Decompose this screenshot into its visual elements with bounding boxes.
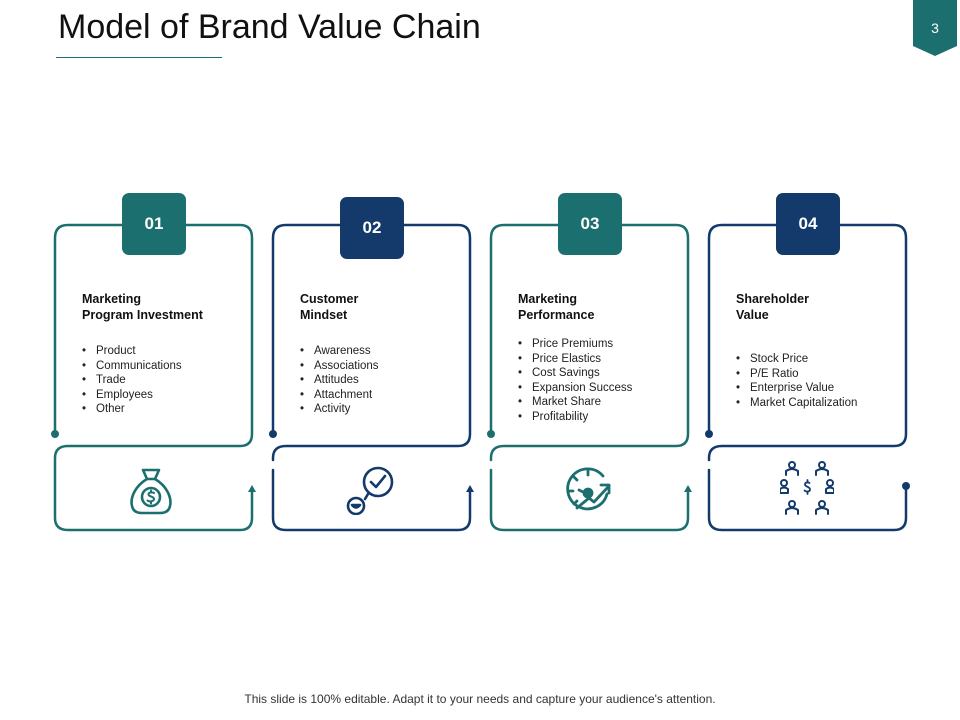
- list-item: Price Premiums: [518, 337, 688, 352]
- card-heading-03: Marketing Performance: [518, 292, 595, 322]
- card-outline-02-right: [271, 223, 472, 462]
- list-item: Other: [82, 402, 252, 417]
- step-number-02: 02: [362, 218, 382, 237]
- card-outline-03: [489, 223, 560, 436]
- card-list-04: Stock Price P/E Ratio Enterprise Value M…: [736, 352, 906, 410]
- list-item: Attachment: [300, 388, 470, 403]
- shareholders-icon: [779, 461, 835, 515]
- card-outline-01-right: [53, 223, 254, 532]
- list-item: Attitudes: [300, 373, 470, 388]
- card-list-03: Price Premiums Price Elastics Cost Savin…: [518, 337, 688, 424]
- connector-dot-01: [51, 430, 59, 438]
- list-item: Product: [82, 344, 252, 359]
- arrow-up-02: [466, 485, 474, 492]
- card-list-02: Awareness Associations Attitudes Attachm…: [300, 344, 470, 417]
- connector-dot-04: [705, 430, 713, 438]
- list-item: Profitability: [518, 410, 688, 425]
- list-item: Price Elastics: [518, 352, 688, 367]
- thinking-check-icon: [344, 465, 394, 516]
- list-item: Enterprise Value: [736, 381, 906, 396]
- arrow-up-01: [248, 485, 256, 492]
- list-item: Market Capitalization: [736, 396, 906, 411]
- list-item: Market Share: [518, 395, 688, 410]
- list-item: Communications: [82, 359, 252, 374]
- step-number-01: 01: [144, 214, 164, 233]
- end-dot: [902, 482, 910, 490]
- step-number-04: 04: [798, 214, 818, 233]
- card-outline-04-bottom: [707, 468, 908, 532]
- card-outline-01: [53, 223, 124, 436]
- performance-gauge-icon: [563, 464, 613, 514]
- card-heading-02: Customer Mindset: [300, 292, 359, 322]
- card-text-02: Customer Mindset Awareness Associations …: [300, 291, 470, 417]
- step-badge-01: [122, 193, 186, 255]
- card-outline-03-bottom: [489, 468, 690, 532]
- list-item: Activity: [300, 402, 470, 417]
- card-outline-04: [707, 223, 778, 436]
- connector-dot-03: [487, 430, 495, 438]
- page-number-badge: [913, 0, 957, 56]
- card-heading-01: Marketing Program Investment: [82, 292, 203, 322]
- connector-dot-02: [269, 430, 277, 438]
- list-item: Cost Savings: [518, 366, 688, 381]
- step-badge-03: [558, 193, 622, 255]
- slide-title: Model of Brand Value Chain: [58, 8, 481, 46]
- card-text-04: Shareholder Value Stock Price P/E Ratio …: [736, 291, 906, 410]
- list-item: Stock Price: [736, 352, 906, 367]
- page-number: 3: [931, 20, 939, 36]
- list-item: Trade: [82, 373, 252, 388]
- arrow-up-03: [684, 485, 692, 492]
- title-underline: [56, 57, 222, 58]
- list-item: Expansion Success: [518, 381, 688, 396]
- card-text-03: Marketing Performance Price Premiums Pri…: [518, 291, 688, 424]
- list-item: Associations: [300, 359, 470, 374]
- list-item: Awareness: [300, 344, 470, 359]
- card-outline-02: [271, 223, 342, 436]
- card-outline-02-bottom: [271, 468, 472, 532]
- card-text-01: Marketing Program Investment Product Com…: [82, 291, 252, 417]
- card-outline-04-right: [707, 223, 908, 462]
- step-number-03: 03: [580, 214, 600, 233]
- step-badge-04: [776, 193, 840, 255]
- money-bag-icon: [126, 466, 176, 516]
- card-list-01: Product Communications Trade Employees O…: [82, 344, 252, 417]
- list-item: P/E Ratio: [736, 367, 906, 382]
- card-heading-04: Shareholder Value: [736, 292, 809, 322]
- step-badge-02: [340, 197, 404, 259]
- card-outline-03-right: [489, 223, 690, 462]
- list-item: Employees: [82, 388, 252, 403]
- footer-note: This slide is 100% editable. Adapt it to…: [244, 692, 716, 706]
